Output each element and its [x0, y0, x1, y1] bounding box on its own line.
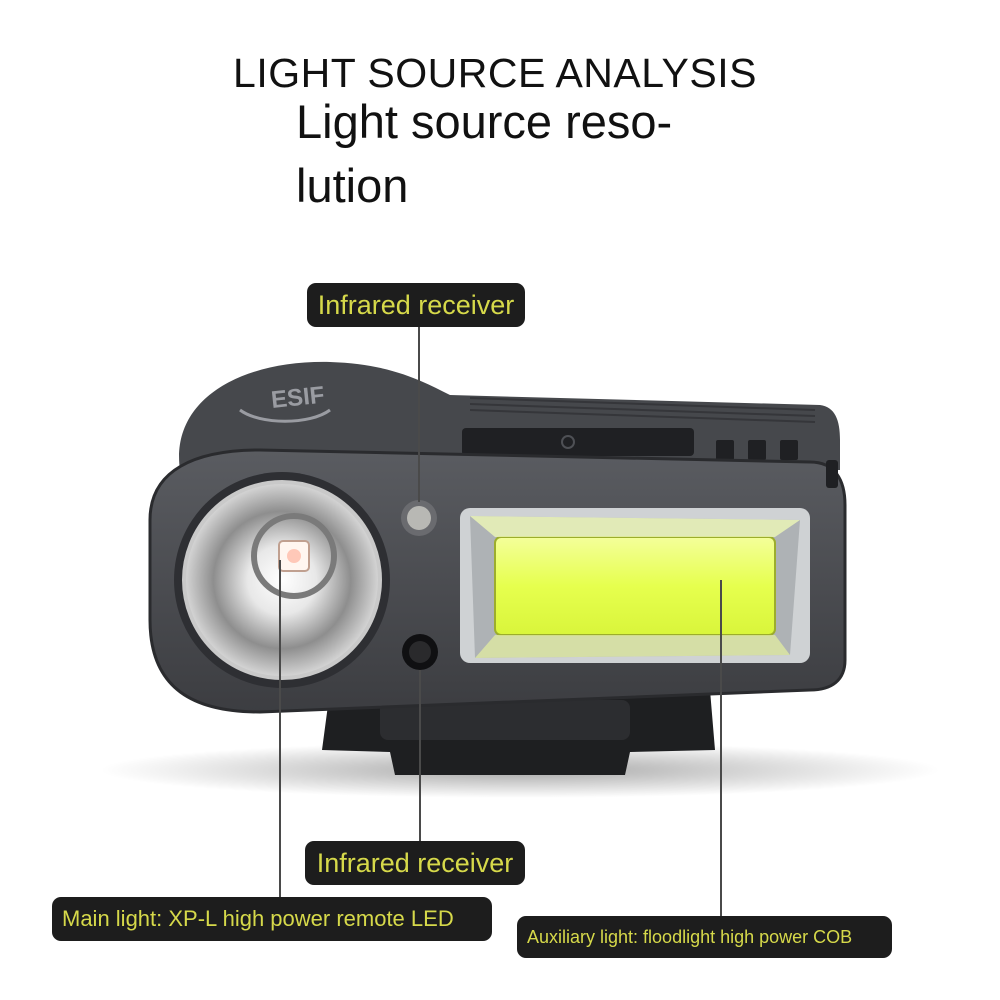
main-led-reflector-ring	[182, 480, 382, 680]
leader-line-aux-light	[720, 580, 722, 917]
infrared-receiver-top-lens	[407, 506, 431, 530]
body-top-ridges	[469, 397, 816, 423]
callout-infrared-receiver-top: Infrared receiver	[307, 283, 525, 327]
brand-logo-swoosh	[239, 408, 331, 423]
subtitle-line-1: Light source reso-	[296, 95, 673, 148]
vent-3	[780, 440, 798, 460]
leader-line-top-receiver	[418, 326, 420, 502]
page-subtitle: Light source reso- lution	[296, 90, 736, 218]
vent-1	[716, 440, 734, 460]
side-button	[826, 460, 838, 488]
power-button-dot	[561, 435, 575, 449]
callout-main-light: Main light: XP-L high power remote LED	[52, 897, 492, 941]
callout-infrared-receiver-bottom: Infrared receiver	[305, 841, 525, 885]
leader-line-bottom-receiver	[419, 670, 421, 842]
callout-auxiliary-light: Auxiliary light: floodlight high power C…	[517, 916, 892, 958]
power-button	[462, 428, 694, 456]
page-title: LIGHT SOURCE ANALYSIS	[233, 50, 757, 96]
infrared-receiver-bottom-lens	[409, 641, 431, 663]
main-led-reflector	[184, 482, 380, 678]
clip-band	[380, 700, 630, 740]
cob-glow-top	[470, 516, 800, 537]
leader-line-main-light	[279, 560, 281, 898]
brand-logo: ESIF	[270, 382, 326, 414]
subtitle-line-2: lution	[296, 159, 409, 212]
body-front-rim	[148, 448, 847, 714]
main-led-chip-dot	[287, 549, 301, 563]
cob-light-panel	[495, 537, 775, 635]
vent-2	[748, 440, 766, 460]
cob-glow-bottom	[475, 635, 790, 658]
main-led-inner-ring	[251, 513, 337, 599]
